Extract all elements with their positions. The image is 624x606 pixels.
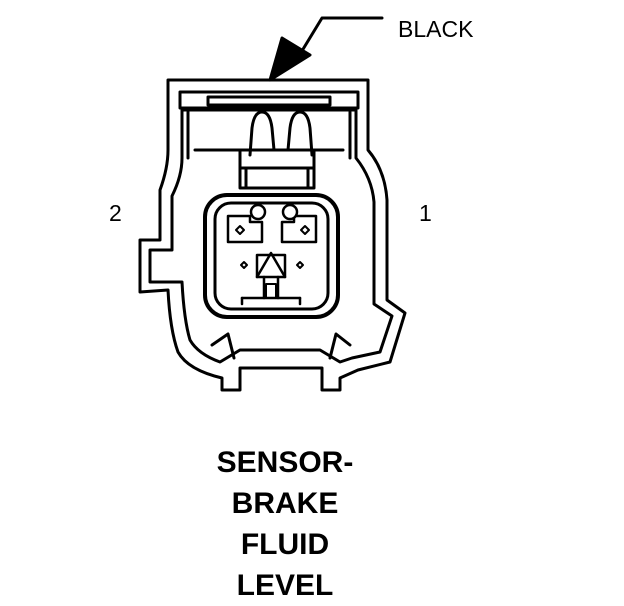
pin-number-2-label: 2 bbox=[109, 200, 122, 226]
pin-cavity-1 bbox=[280, 203, 318, 244]
connector-face-inner bbox=[213, 201, 330, 311]
pin-cavity-2 bbox=[226, 203, 267, 244]
connector-housing-inner bbox=[148, 108, 394, 364]
pin-number-1-label: 1 bbox=[419, 200, 432, 226]
callout-leader bbox=[268, 16, 384, 82]
title-line: FLUID bbox=[240, 528, 330, 561]
title-line: BRAKE bbox=[231, 487, 339, 520]
wire-color-label: BLACK bbox=[398, 16, 474, 42]
title-line: LEVEL bbox=[236, 569, 334, 602]
latch-bar bbox=[178, 90, 360, 110]
latch-bar-inner bbox=[206, 95, 332, 107]
latch-spring bbox=[248, 110, 314, 157]
polarizing-key bbox=[255, 251, 287, 300]
component-title: SENSOR- BRAKE FLUID LEVEL bbox=[180, 442, 390, 606]
title-line: SENSOR- bbox=[216, 446, 354, 479]
connector-face bbox=[203, 193, 340, 319]
connector-housing-outer bbox=[138, 78, 407, 392]
